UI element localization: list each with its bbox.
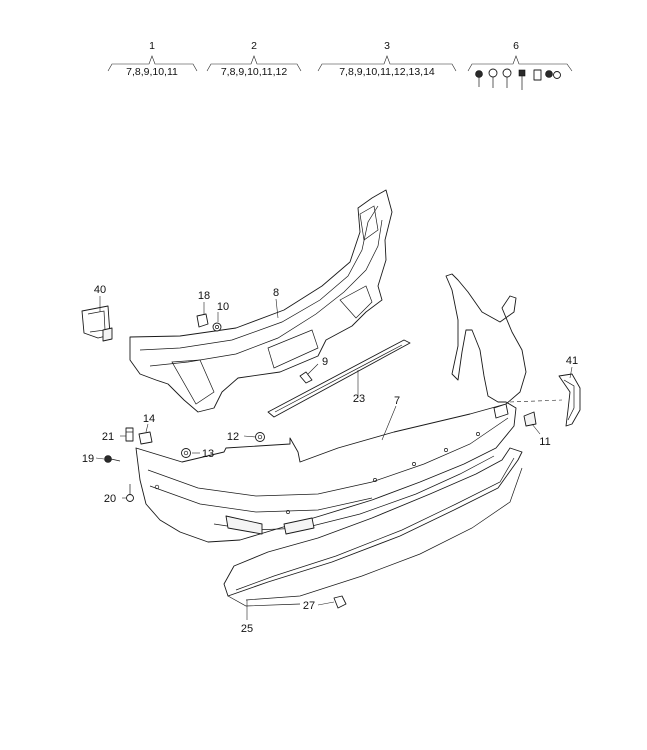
- part-12-nut: [255, 432, 265, 442]
- group-header-3: 3 7,8,9,10,11,12,13,14: [317, 40, 457, 78]
- nut-icon: [545, 70, 553, 78]
- part-18-clip: [196, 313, 209, 328]
- group-members: 7,8,9,10,11: [126, 66, 178, 78]
- callout-41: 41: [566, 355, 578, 367]
- group-number: 1: [149, 40, 155, 52]
- callout-7: 7: [394, 395, 400, 407]
- leader-lines: [95, 296, 573, 620]
- group-header-2: 2 7,8,9,10,11,12: [206, 40, 302, 78]
- callout-11: 11: [539, 436, 550, 448]
- part-25-diffuser: [223, 447, 523, 607]
- group-number: 6: [513, 40, 519, 52]
- part-8-bumper-carrier: [129, 189, 393, 413]
- group-header-6: 6: [467, 40, 573, 90]
- callout-23: 23: [353, 393, 365, 405]
- callout-13: 13: [202, 448, 214, 460]
- part-13-nut: [181, 448, 191, 458]
- callout-8: 8: [273, 287, 279, 299]
- part-40-bracket: [81, 305, 113, 342]
- part-7-bumper-cover: [135, 273, 527, 543]
- group-number: 2: [251, 40, 257, 52]
- callout-labels: 40 18 10 8 9 23 7 41 11 14 12 21 13 19 2…: [82, 284, 578, 635]
- group-bracket: [206, 55, 302, 72]
- group-bracket: [467, 55, 573, 72]
- group-bracket: [107, 55, 198, 72]
- screw-icon: [475, 70, 483, 87]
- callout-9: 9: [322, 356, 328, 368]
- group-bracket: [317, 55, 457, 72]
- callout-14: 14: [143, 413, 155, 425]
- callout-21: 21: [102, 431, 114, 443]
- fastener-set-icons: [475, 68, 561, 90]
- group-header-1: 1 7,8,9,10,11: [107, 40, 198, 78]
- group-members: 7,8,9,10,11,12,13,14: [339, 66, 435, 78]
- callout-12: 12: [227, 431, 239, 443]
- part-10-nut: [212, 322, 222, 332]
- callout-20: 20: [104, 493, 116, 505]
- clip-icon: [533, 69, 542, 81]
- callout-27: 27: [303, 600, 315, 612]
- clip-icon: [553, 71, 561, 79]
- part-41-side-guide: [558, 373, 581, 427]
- screw-icon: [502, 68, 512, 88]
- callout-18: 18: [198, 290, 210, 302]
- rivet-icon: [518, 69, 526, 90]
- part-11-clip: [523, 411, 537, 427]
- callout-40: 40: [94, 284, 106, 296]
- group-number: 3: [384, 40, 390, 52]
- part-27-clip: [333, 595, 347, 609]
- callout-19: 19: [82, 453, 94, 465]
- part-23-trim-strip: [267, 339, 411, 418]
- part-20-screw: [126, 484, 134, 502]
- callout-10: 10: [217, 301, 229, 313]
- part-19-screw: [104, 455, 121, 463]
- group-members: 7,8,9,10,11,12: [221, 66, 288, 78]
- callout-25: 25: [241, 623, 253, 635]
- part-14-clip: [138, 431, 153, 445]
- part-9-screw: [299, 371, 313, 384]
- screw-icon: [488, 68, 498, 88]
- part-21-rivet: [125, 427, 134, 442]
